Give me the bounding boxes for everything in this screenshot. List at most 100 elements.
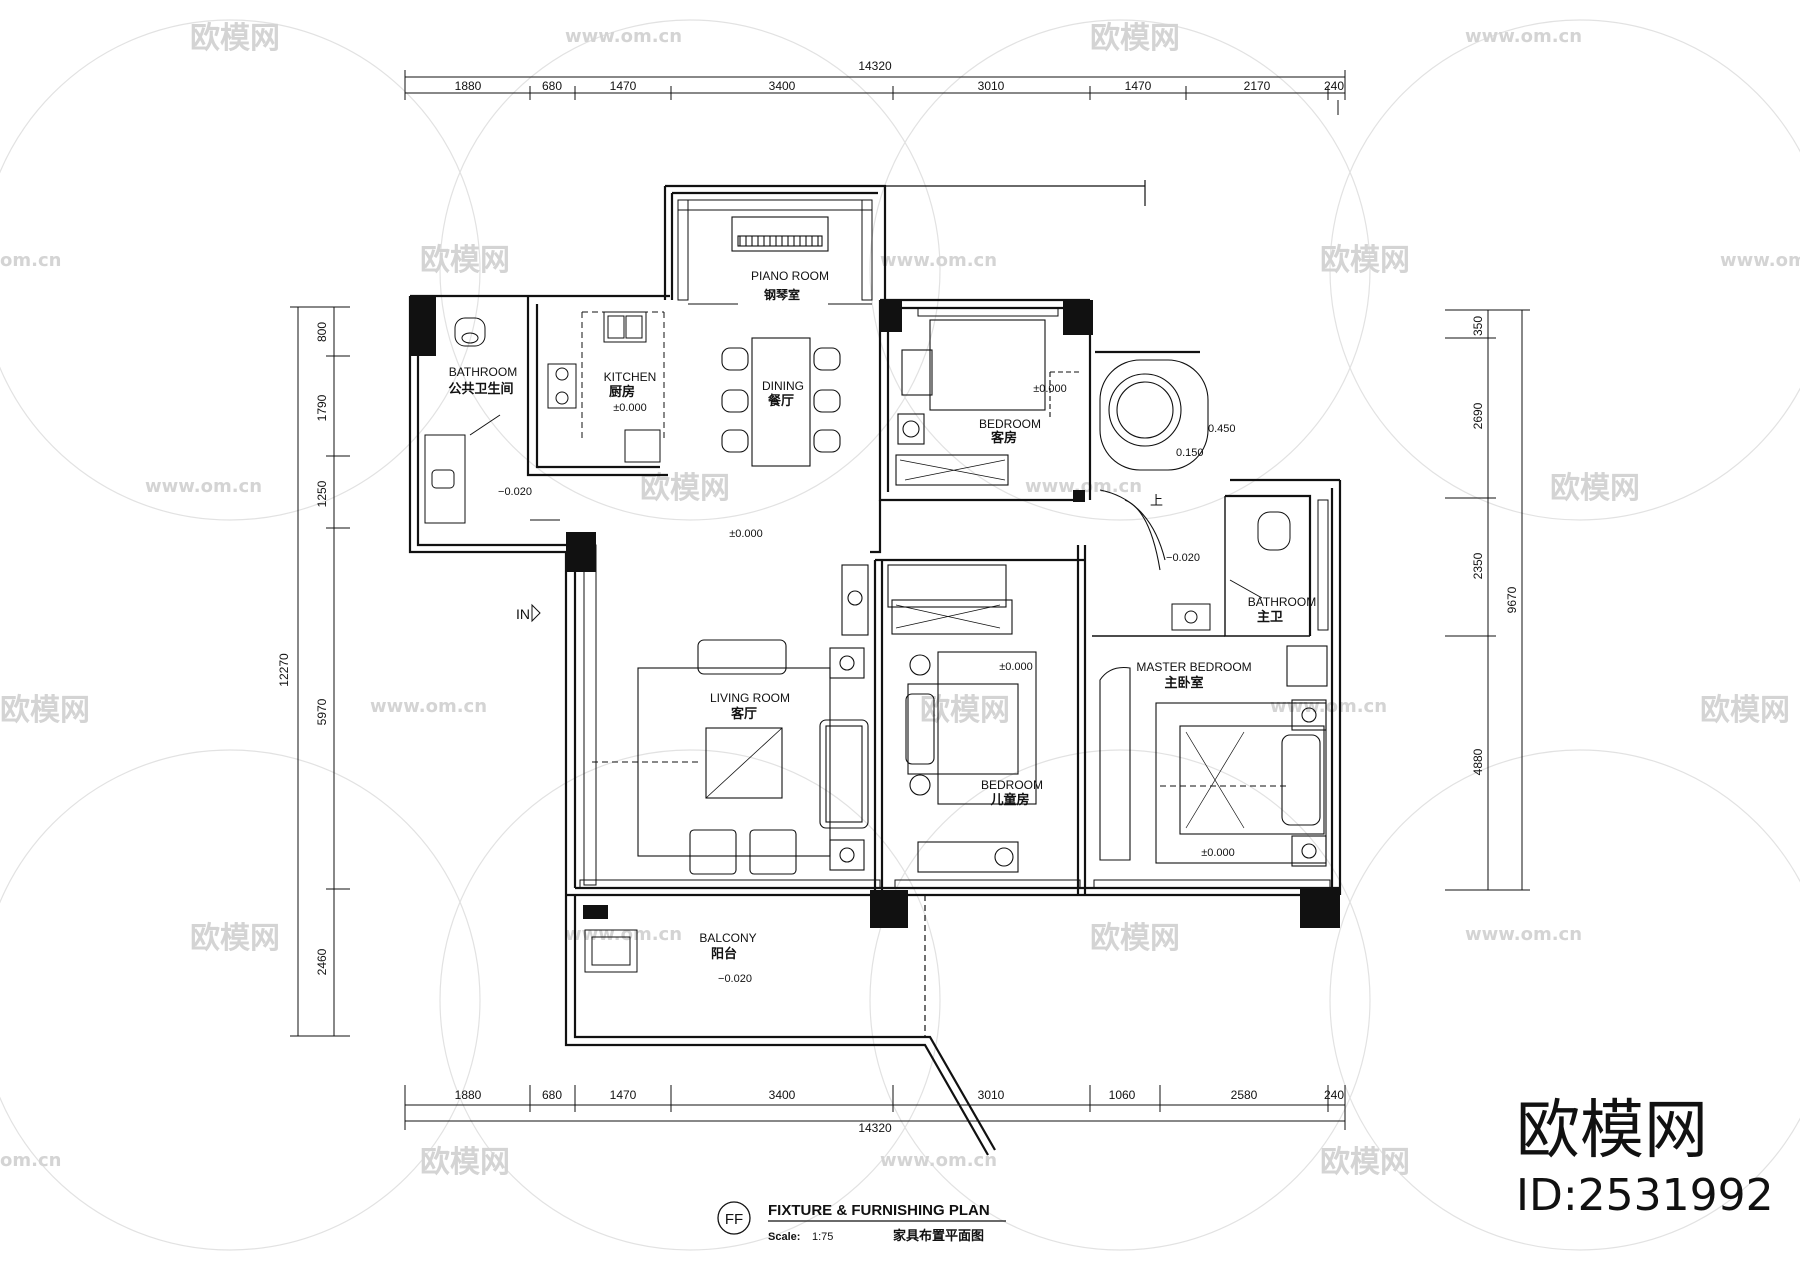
balcony-en: BALCONY: [699, 931, 756, 945]
watermark-text-layer: 欧模网 欧模网 欧模网 欧模网 欧模网 欧模网 欧模网 欧模网 欧模网 欧模网 …: [0, 21, 1790, 1180]
master-bath-fixtures: [1171, 511, 1291, 631]
watermark-url: www.om.cn: [145, 476, 262, 497]
structural-columns: [410, 296, 1340, 928]
watermark-layer: [0, 19, 1800, 1251]
dim-left-2: 1790: [315, 394, 329, 421]
watermark-url: www.om.cn: [370, 696, 487, 717]
dim-bottom-2: 680: [542, 1088, 562, 1102]
walls: [408, 180, 1342, 1156]
watermark-brand: 欧模网: [1700, 693, 1790, 728]
dim-bottom-7: 2580: [1231, 1088, 1258, 1102]
dim-top-5: 3010: [978, 79, 1005, 93]
dim-right-1: 350: [1471, 316, 1485, 336]
tub-level-a: 0.450: [1208, 423, 1236, 435]
dim-bottom-1: 1880: [455, 1088, 482, 1102]
master-bath-cn: 主卫: [1257, 609, 1283, 624]
dim-top-6: 1470: [1125, 79, 1152, 93]
dining-table: [721, 337, 841, 467]
watermark-brand: 欧模网: [420, 243, 510, 278]
watermark-brand: 欧模网: [420, 1145, 510, 1180]
dim-left-1: 800: [315, 322, 329, 342]
scale-value: 1:75: [812, 1231, 833, 1243]
kids-cn: 儿童房: [989, 792, 1029, 807]
dim-left-total: 12270: [277, 653, 291, 687]
plan-title: FIXTURE & FURNISHING PLAN: [768, 1202, 990, 1219]
watermark-brand: 欧模网: [1090, 921, 1180, 956]
watermark-brand: 欧模网: [0, 693, 90, 728]
dim-top-2: 680: [542, 79, 562, 93]
dim-top-4: 3400: [769, 79, 796, 93]
dim-overall-top: 14320: [858, 59, 892, 73]
bathroom-label: BATHROOM 公共卫生间 −0.020: [448, 365, 531, 498]
watermark-brand: 欧模网: [640, 471, 730, 506]
dim-bottom-6: 1060: [1109, 1088, 1136, 1102]
brand-id: ID:2531992: [1516, 1170, 1774, 1221]
master-cn: 主卧室: [1164, 675, 1203, 690]
dimension-right-labels: 350 2690 2350 4880 9670: [1471, 316, 1519, 776]
brand-mark: 欧模网 ID:2531992: [1516, 1094, 1774, 1221]
dining-cn: 餐厅: [767, 393, 794, 408]
kids-en: BEDROOM: [981, 778, 1043, 792]
guest-label: ±0.000 BEDROOM 客房: [979, 383, 1067, 445]
dim-right-4: 4880: [1471, 748, 1485, 775]
title-symbol: FF: [725, 1211, 743, 1228]
dim-top-8: 240: [1324, 79, 1344, 93]
master-en: MASTER BEDROOM: [1136, 660, 1251, 674]
hall-level: ±0.000: [729, 528, 763, 540]
dimension-bottom: [404, 1085, 1346, 1130]
dimension-left: [290, 306, 350, 1037]
dim-right-3: 2350: [1471, 552, 1485, 579]
kitchen-fixtures: [547, 311, 665, 463]
piano-room-en: PIANO ROOM: [751, 269, 829, 283]
entry-mark: IN: [516, 603, 541, 623]
dining-label: DINING 餐厅: [762, 379, 804, 408]
dim-bottom-5: 3010: [978, 1088, 1005, 1102]
master-label: MASTER BEDROOM 主卧室 ±0.000: [1136, 660, 1251, 859]
dimension-bottom-labels: 1880 680 1470 3400 3010 1060 2580 240 14…: [455, 1088, 1345, 1135]
bathroom-cn: 公共卫生间: [448, 381, 513, 396]
balcony-level: −0.020: [718, 973, 752, 985]
tub-level-b: 0.150: [1176, 447, 1204, 459]
dining-en: DINING: [762, 379, 804, 393]
watermark-brand: 欧模网: [1320, 243, 1410, 278]
living-cn: 客厅: [731, 706, 757, 721]
master-furniture: [1099, 645, 1328, 867]
guest-bed: [895, 319, 1082, 486]
balcony-label: BALCONY 阳台 −0.020: [699, 931, 756, 985]
dim-right-total: 9670: [1505, 586, 1519, 613]
scale-label: Scale:: [768, 1231, 800, 1243]
piano-room-cn: 钢琴室: [764, 287, 800, 302]
dimension-right: [1445, 309, 1530, 891]
dim-left-5: 2460: [315, 948, 329, 975]
piano-room-label: PIANO ROOM 钢琴室: [751, 269, 829, 302]
guest-en: BEDROOM: [979, 417, 1041, 431]
guest-cn: 客房: [991, 430, 1017, 445]
kitchen-cn: 厨房: [609, 384, 635, 399]
dim-bottom-8: 240: [1324, 1088, 1344, 1102]
watermark-url: www.om.cn: [565, 26, 682, 47]
tub-labels: 0.450 0.150 上: [1150, 423, 1236, 508]
watermark-url: www.om.cn: [1270, 696, 1387, 717]
windows: [579, 199, 1331, 889]
kids-label: ±0.000 BEDROOM 儿童房: [981, 661, 1043, 807]
living-en: LIVING ROOM: [710, 691, 790, 705]
kitchen-label: KITCHEN 厨房 ±0.000: [604, 370, 657, 414]
watermark-brand: 欧模网: [190, 921, 280, 956]
piano: [688, 216, 872, 305]
dim-overall-bottom: 14320: [858, 1121, 892, 1135]
balcony-cn: 阳台: [711, 946, 737, 961]
dimension-top-labels: 14320 1880 680 1470 3400 3010 1470 2170 …: [455, 59, 1345, 93]
watermark-brand: 欧模网: [1550, 471, 1640, 506]
watermark-url: www.om.cn: [880, 1150, 997, 1171]
round-tub: [1099, 359, 1209, 571]
dim-left-4: 5970: [315, 698, 329, 725]
kids-level: ±0.000: [999, 661, 1033, 673]
watermark-url-layer: www.om.cn www.om.cn om.cn www.om.cn www.…: [0, 26, 1800, 1171]
watermark-url: om.cn: [0, 250, 61, 271]
brand-text: 欧模网: [1516, 1094, 1708, 1168]
watermark-url: www.om.cn: [1465, 924, 1582, 945]
watermark-url: om.cn: [0, 1150, 61, 1171]
guest-level: ±0.000: [1033, 383, 1067, 395]
watermark-brand: 欧模网: [1320, 1145, 1410, 1180]
